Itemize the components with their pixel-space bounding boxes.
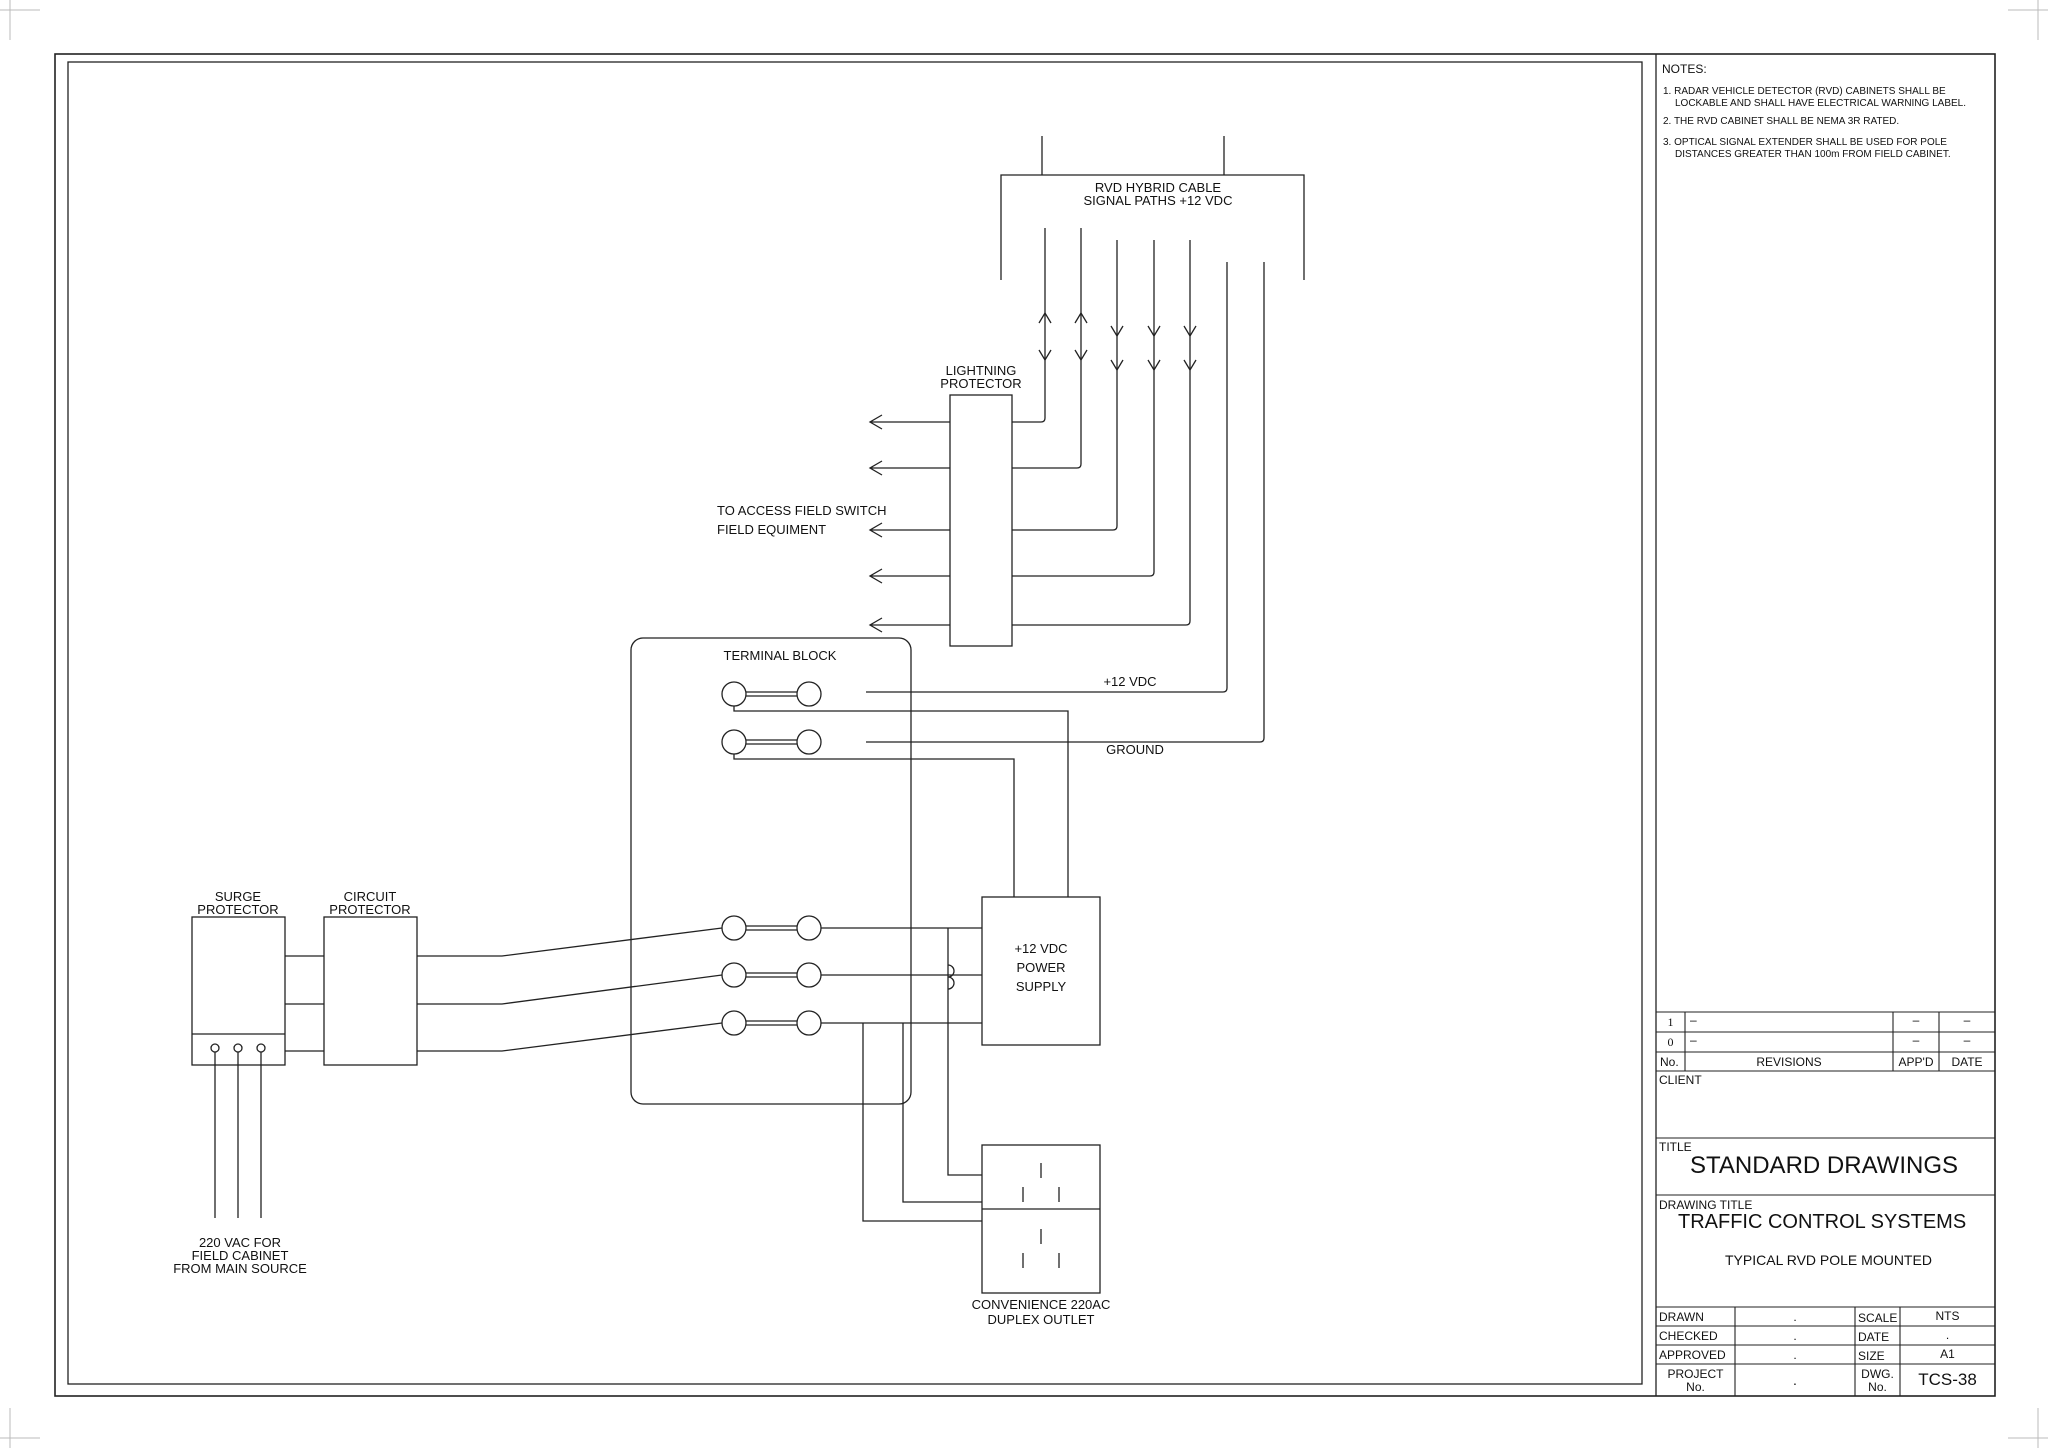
drawn-label: DRAWN: [1659, 1310, 1704, 1324]
terminal: [796, 681, 822, 707]
drawing-title-value: TRAFFIC CONTROL SYSTEMS: [1678, 1211, 1967, 1233]
date-label: DATE: [1858, 1330, 1890, 1344]
drawn-value: .: [1793, 1310, 1797, 1324]
checked-value: .: [1793, 1329, 1797, 1343]
revision-number: 1: [1667, 1015, 1674, 1029]
title-block-grid: [1656, 1011, 1995, 1396]
double-arrow-icon: [1074, 311, 1088, 362]
date-value: .: [1945, 1328, 1950, 1342]
revision-appd: –: [1912, 1033, 1920, 1047]
terminal: [796, 1010, 822, 1036]
revision-date: –: [1963, 1013, 1971, 1027]
power-supply-box: [981, 896, 1101, 1046]
terminal-block-label: TERMINAL BLOCK: [723, 648, 837, 663]
terminal: [721, 729, 747, 755]
size-label: SIZE: [1858, 1349, 1885, 1363]
terminal: [210, 1043, 220, 1053]
terminal: [256, 1043, 266, 1053]
revision-number: 0: [1667, 1035, 1674, 1049]
terminals: [721, 681, 822, 1036]
scale-value: NTS: [1935, 1309, 1960, 1323]
title-value: STANDARD DRAWINGS: [1690, 1152, 1959, 1179]
mains-feed-wires: [214, 1052, 262, 1218]
terminal: [721, 1010, 747, 1036]
outer-border: [54, 53, 1996, 1397]
revisions-header-date: DATE: [1951, 1055, 1983, 1069]
terminal: [233, 1043, 243, 1053]
revisions-header-appd: APP'D: [1898, 1055, 1934, 1069]
double-arrow-icon: [1110, 325, 1124, 372]
checked-label: CHECKED: [1659, 1329, 1718, 1343]
note-item: 3. OPTICAL SIGNAL EXTENDER SHALL BE USED…: [1663, 137, 1951, 160]
dwg-label: DWG.No.: [1861, 1367, 1894, 1394]
duplex-outlet: [981, 1144, 1101, 1294]
ac-wires: [821, 927, 982, 1222]
terminal: [721, 915, 747, 941]
approved-label: APPROVED: [1659, 1348, 1726, 1362]
lightning-protector-box: [949, 394, 1013, 647]
field-switch-arrows: [868, 414, 950, 633]
drawing-subtitle: TYPICAL RVD POLE MOUNTED: [1725, 1252, 1932, 1268]
dc-wires: [733, 706, 1069, 897]
terminal: [796, 729, 822, 755]
revisions-header-desc: REVISIONS: [1756, 1055, 1822, 1069]
client-label: CLIENT: [1659, 1073, 1702, 1087]
plus12-vdc-label: +12 VDC: [1103, 674, 1157, 689]
revision-appd: –: [1912, 1013, 1920, 1027]
project-value: .: [1793, 1372, 1797, 1388]
double-arrow-icon: [1183, 325, 1197, 372]
drawing-title-label: DRAWING TITLE: [1659, 1198, 1753, 1212]
approved-value: .: [1793, 1348, 1797, 1362]
dwg-value: TCS-38: [1918, 1370, 1977, 1389]
terminal: [721, 681, 747, 707]
ground-label: GROUND: [1106, 742, 1164, 757]
revision-date: –: [1963, 1033, 1971, 1047]
double-arrow-icon: [1147, 325, 1161, 372]
revision-description: –: [1690, 1033, 1697, 1047]
signal-paths: [866, 228, 1265, 743]
terminal: [721, 962, 747, 988]
revision-description: –: [1690, 1013, 1697, 1027]
feed-to-terminal-block: [417, 927, 723, 1052]
rvd-hybrid-cable: [1000, 136, 1305, 280]
notes-heading: NOTES:: [1662, 62, 1707, 76]
revisions-header-no: No.: [1660, 1055, 1679, 1069]
terminal-block-box: [630, 637, 912, 1105]
terminal: [796, 915, 822, 941]
protector-links: [285, 955, 324, 1052]
note-item: 1. RADAR VEHICLE DETECTOR (RVD) CABINETS…: [1663, 86, 1967, 109]
title-label: TITLE: [1659, 1140, 1692, 1154]
scale-label: SCALE: [1858, 1311, 1898, 1325]
drawing-frame: [67, 61, 1643, 1385]
surge-protector-box: [191, 916, 286, 1066]
note-item: 2. THE RVD CABINET SHALL BE NEMA 3R RATE…: [1663, 116, 1900, 127]
double-arrow-icon: [1038, 311, 1052, 362]
circuit-protector-box: [323, 916, 418, 1066]
size-value: A1: [1940, 1347, 1955, 1361]
terminal: [796, 962, 822, 988]
